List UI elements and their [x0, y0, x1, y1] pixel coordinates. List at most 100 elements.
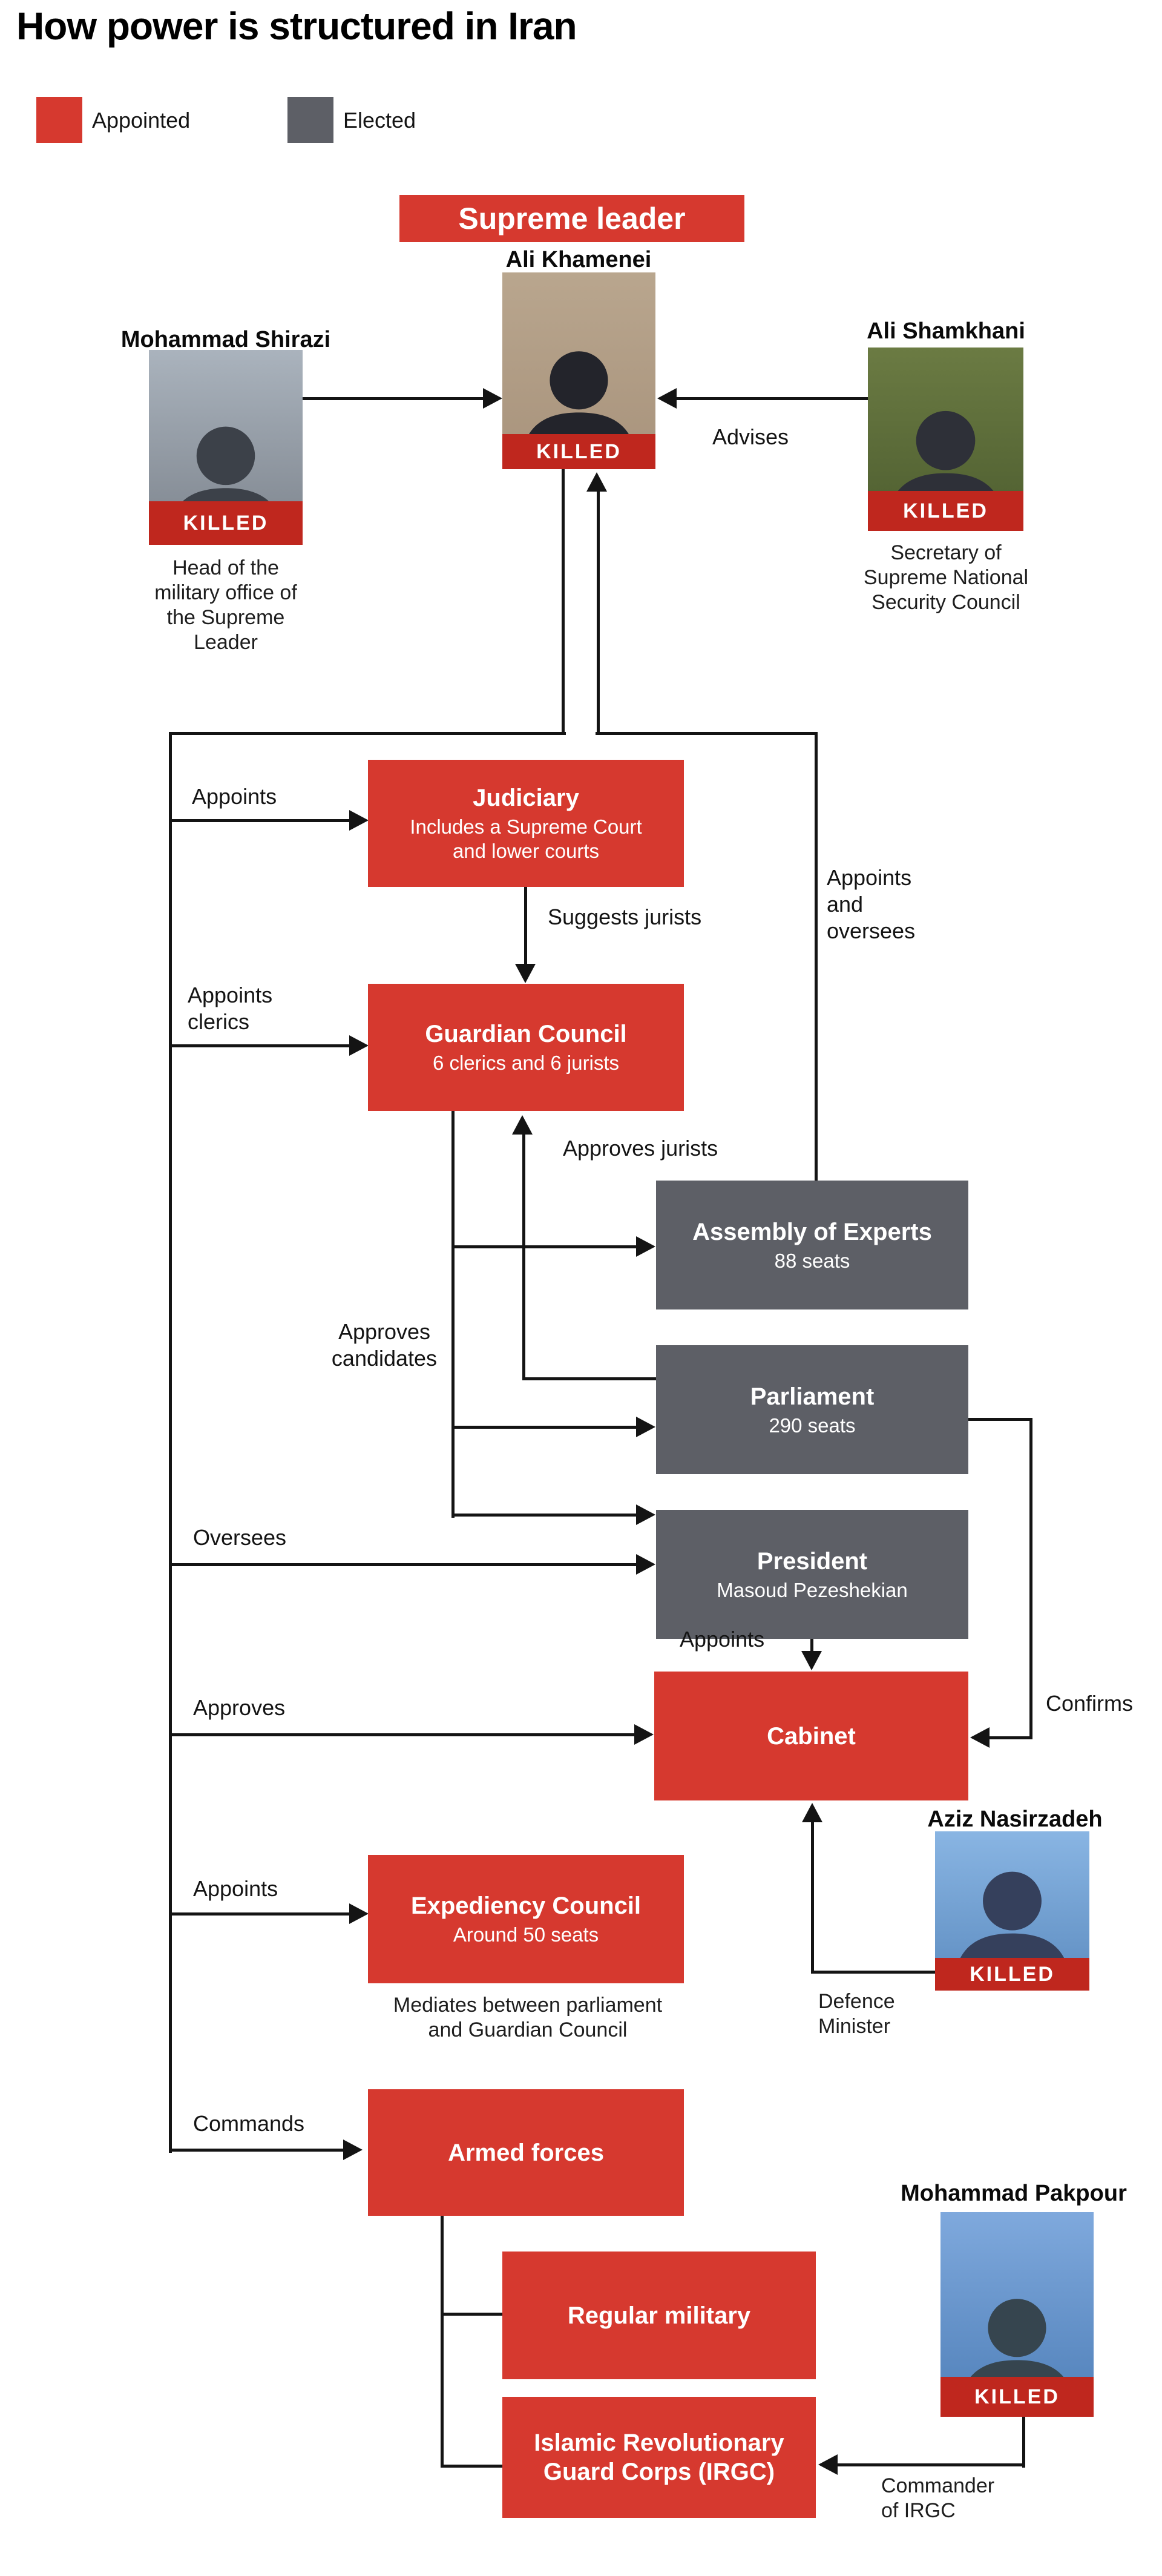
- legend-elected-label: Elected: [343, 108, 416, 133]
- irgc-title-line: Islamic Revolutionary: [534, 2429, 784, 2456]
- arrowhead-right-icon: [349, 810, 369, 831]
- shamkhani-killed-badge: KILLED: [868, 491, 1023, 531]
- guardian-title: Guardian Council: [425, 1021, 627, 1047]
- label-appoints-judiciary: Appoints: [192, 784, 277, 809]
- edge-pakpour-v: [1022, 2417, 1025, 2468]
- pakpour-role-line: Commander: [881, 2474, 995, 2497]
- edge-approves-candidates-v: [451, 1111, 455, 1518]
- edge-to-assembly: [451, 1245, 636, 1248]
- label-approves-candidates: Approves candidates: [306, 1319, 463, 1372]
- edge-approves-jurists-v: [522, 1133, 525, 1380]
- connector-top-right: [596, 732, 818, 735]
- edge-oversees: [170, 1563, 636, 1566]
- shirazi-role-line: Head of the: [172, 556, 279, 579]
- khamenei-name: Ali Khamenei: [505, 247, 652, 272]
- connector-top-left: [169, 732, 566, 735]
- label-appoints-and-oversees: Appoints and oversees: [827, 865, 966, 944]
- edge-confirms-v: [1029, 1418, 1032, 1739]
- photo-mohammad-shirazi: KILLED: [149, 350, 303, 545]
- edge-appoints-clerics: [170, 1044, 349, 1047]
- edge-to-president: [451, 1514, 636, 1517]
- arrowhead-left-icon: [818, 2454, 838, 2475]
- shirazi-role-line: Leader: [194, 631, 258, 654]
- label-approves: Approves: [193, 1695, 286, 1720]
- arrowhead-up-icon: [512, 1115, 533, 1135]
- expediency-caption: Mediates between parliament and Guardian…: [339, 1993, 717, 2043]
- box-armed-forces: Armed forces: [368, 2089, 684, 2216]
- cabinet-title: Cabinet: [767, 1722, 856, 1750]
- shirazi-name: Mohammad Shirazi: [120, 327, 331, 352]
- arrowhead-right-icon: [483, 388, 502, 409]
- assembly-subtitle: 88 seats: [774, 1249, 850, 1272]
- edge-khamenei-down: [562, 469, 565, 734]
- president-title: President: [757, 1547, 868, 1575]
- shirazi-role: Head of the military office of the Supre…: [123, 556, 329, 655]
- shamkhani-role-line: Secretary of: [890, 541, 1002, 564]
- edge-to-irgc: [441, 2465, 502, 2468]
- guardian-subtitle: 6 clerics and 6 jurists: [432, 1052, 620, 1074]
- pakpour-name: Mohammad Pakpour: [901, 2181, 1127, 2206]
- expediency-caption-line: Mediates between parliament: [393, 1994, 663, 2017]
- edge-to-parliament: [451, 1426, 636, 1429]
- president-subtitle: Masoud Pezeshekian: [717, 1578, 908, 1601]
- regular-military-title: Regular military: [567, 2302, 751, 2329]
- judiciary-title: Judiciary: [473, 785, 579, 811]
- irgc-title-line: Guard Corps (IRGC): [543, 2459, 775, 2485]
- arrowhead-left-icon: [657, 388, 677, 409]
- edge-assembly-up-to-khamenei: [597, 490, 600, 734]
- arrowhead-right-icon: [349, 1035, 369, 1056]
- arrowhead-right-icon: [636, 1236, 655, 1257]
- label-suggests-jurists: Suggests jurists: [548, 904, 702, 929]
- label-approves-jurists: Approves jurists: [563, 1136, 718, 1161]
- left-spine: [169, 732, 172, 2153]
- edge-defence-minister-h: [811, 1971, 935, 1974]
- box-irgc: Islamic Revolutionary Guard Corps (IRGC): [502, 2397, 816, 2518]
- label-line: clerics: [188, 1009, 250, 1034]
- shamkhani-role: Secretary of Supreme National Security C…: [825, 541, 1067, 615]
- label-line: Appoints: [188, 983, 273, 1007]
- arrowhead-right-icon: [349, 1903, 369, 1924]
- label-line: oversees: [827, 918, 916, 943]
- photo-mohammad-pakpour: KILLED: [940, 2212, 1094, 2417]
- shirazi-killed-badge: KILLED: [149, 501, 303, 545]
- armed-forces-title: Armed forces: [448, 2139, 604, 2166]
- legend-elected-swatch: [287, 97, 333, 143]
- pakpour-role: Commander of IRGC: [881, 2474, 1063, 2523]
- edge-appoints-expediency: [170, 1912, 349, 1916]
- edge-armed-forces-v: [441, 2216, 444, 2468]
- judiciary-subtitle-line: Includes a Supreme Court: [410, 815, 642, 838]
- judiciary-subtitle: Includes a Supreme Court and lower court…: [410, 815, 642, 863]
- photo-aziz-nasirzadeh: KILLED: [935, 1831, 1089, 1991]
- box-cabinet: Cabinet: [654, 1672, 968, 1800]
- photo-ali-khamenei: KILLED: [502, 272, 655, 469]
- edge-appoints-judiciary: [170, 819, 349, 822]
- label-commands: Commands: [193, 2111, 305, 2136]
- edge-confirms-top: [968, 1418, 1032, 1421]
- label-advises: Advises: [712, 424, 789, 449]
- nasirzadeh-role: Defence Minister: [818, 1989, 951, 2039]
- shamkhani-role-line: Supreme National: [863, 566, 1029, 589]
- supreme-leader-banner: Supreme leader: [399, 195, 744, 242]
- legend-appointed-swatch: [36, 97, 82, 143]
- edge-to-regular-military: [441, 2313, 502, 2316]
- nasirzadeh-name: Aziz Nasirzadeh: [927, 1807, 1103, 1832]
- box-president: President Masoud Pezeshekian: [656, 1510, 968, 1639]
- box-expediency-council: Expediency Council Around 50 seats: [368, 1855, 684, 1983]
- edge-pakpour-h: [838, 2463, 1025, 2466]
- arrowhead-right-icon: [343, 2140, 363, 2160]
- box-parliament: Parliament 290 seats: [656, 1345, 968, 1474]
- label-appoints-cabinet: Appoints: [680, 1627, 765, 1652]
- box-regular-military: Regular military: [502, 2252, 816, 2379]
- shirazi-role-line: the Supreme: [166, 606, 285, 629]
- edge-approves-jurists-h: [522, 1377, 656, 1380]
- arrowhead-left-icon: [970, 1727, 990, 1748]
- edge-defence-minister-v: [811, 1821, 814, 1974]
- arrowhead-down-icon: [515, 964, 536, 983]
- edge-shirazi-to-khamenei: [303, 397, 483, 400]
- label-line: Approves: [338, 1319, 431, 1344]
- label-appoints-expediency: Appoints: [193, 1876, 278, 1901]
- arrowhead-right-icon: [636, 1504, 655, 1525]
- khamenei-killed-badge: KILLED: [502, 434, 655, 469]
- label-line: and: [827, 892, 864, 917]
- nasirzadeh-role-line: Defence: [818, 1990, 895, 2013]
